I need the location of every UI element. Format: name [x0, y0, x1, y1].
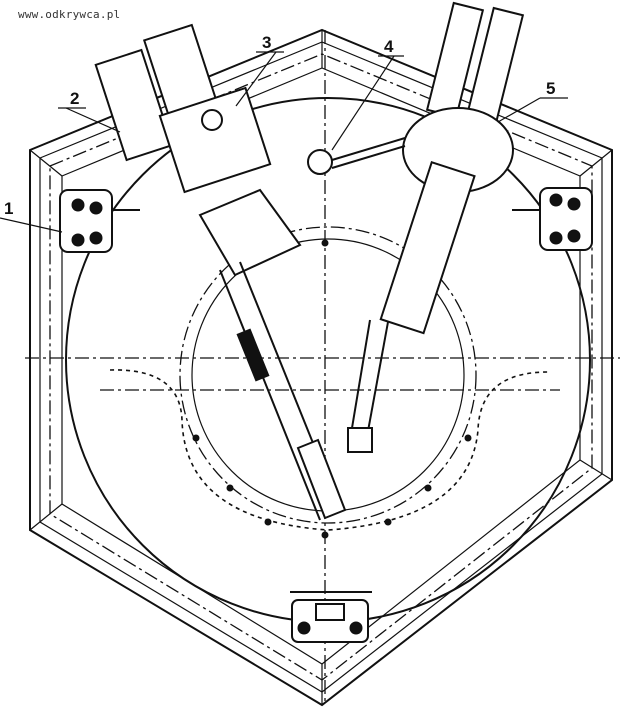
- callout-3: 3: [262, 33, 271, 52]
- hexagon-frame: [29, 28, 613, 707]
- callout-5: 5: [546, 79, 555, 98]
- callout-1: 1: [4, 199, 13, 218]
- turret-ring: [65, 97, 591, 623]
- roller-bottom: [290, 591, 372, 643]
- gun-barrel-left: [94, 23, 347, 521]
- watermark-text: www.odkrywca.pl: [18, 8, 121, 21]
- callout-4: 4: [384, 37, 394, 56]
- callout-2: 2: [70, 89, 79, 108]
- roller-right: [512, 187, 593, 251]
- floor-outline: [109, 369, 549, 531]
- ring-markers: [192, 239, 472, 539]
- roller-left: [59, 189, 140, 253]
- periscope: [307, 137, 406, 175]
- callout-leaders: [0, 51, 568, 233]
- gun-barrel-right: [347, 1, 525, 453]
